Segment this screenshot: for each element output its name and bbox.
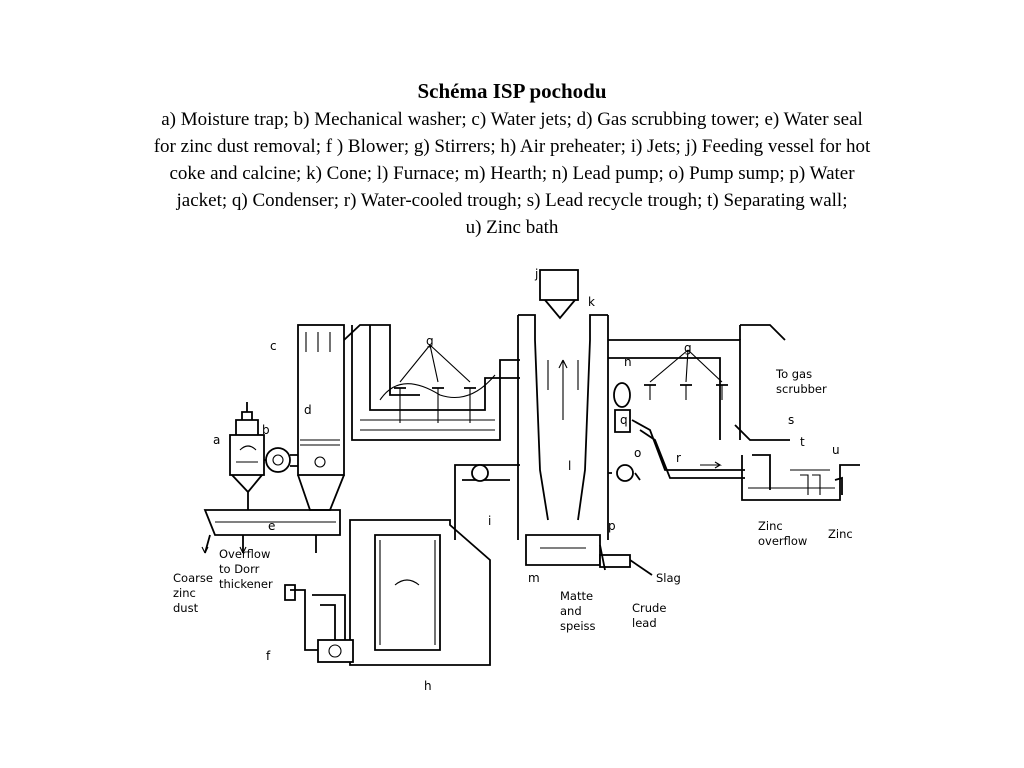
label-i: i [488, 514, 491, 528]
label-f: f [266, 649, 271, 663]
label-r: r [676, 451, 681, 465]
speiss-label: speiss [560, 619, 596, 633]
water-seal [201, 509, 341, 554]
legend-line-1: a) Moisture trap; b) Mechanical washer; … [161, 109, 863, 130]
label-m: m [528, 571, 540, 585]
slide-title: Schéma ISP pochodu [417, 79, 607, 103]
matte-label: Matte [560, 589, 593, 603]
moisture-trap [229, 402, 265, 510]
scrubber-label: scrubber [776, 382, 827, 396]
legend-line-2: for zinc dust removal; f ) Blower; g) St… [153, 136, 871, 157]
zinc-label: zinc [173, 586, 196, 600]
label-o: o [634, 446, 641, 460]
label-g: g [426, 334, 434, 348]
label-n: n [624, 355, 632, 369]
air-preheater [349, 464, 641, 666]
zinc-out-label: Zinc [828, 527, 853, 541]
legend-line-5: u) Zinc bath [465, 217, 559, 238]
water-cooled-trough [631, 419, 745, 479]
overflow2-label: overflow [758, 534, 807, 548]
label-s: s [788, 413, 794, 427]
and-label: and [560, 604, 582, 618]
coarse-label: Coarse [173, 571, 213, 585]
blower [284, 584, 354, 663]
label-u: u [832, 443, 840, 457]
label-k: k [588, 295, 595, 309]
label-g-right: g [684, 341, 692, 355]
zinc-overflow-label: Zinc [758, 519, 783, 533]
to-gas-label: To gas [775, 367, 812, 381]
lead-pump [608, 324, 786, 440]
label-p: p [608, 519, 616, 533]
label-q: q [620, 413, 628, 427]
legend-line-3: coke and calcine; k) Cone; l) Furnace; m… [169, 163, 855, 184]
isp-process-diagram: a b c d e f g g h i j k l m n o p q r s … [173, 267, 860, 693]
label-l: l [568, 459, 571, 473]
label-b: b [262, 423, 270, 437]
dust-label: dust [173, 601, 199, 615]
label-h: h [424, 679, 432, 693]
slag-label: Slag [656, 571, 681, 585]
label-e: e [268, 519, 275, 533]
crude-label: Crude [632, 601, 666, 615]
label-c: c [270, 339, 277, 353]
label-a: a [213, 433, 220, 447]
furnace [517, 269, 609, 566]
thickener-label: thickener [219, 577, 273, 591]
legend: a) Moisture trap; b) Mechanical washer; … [60, 106, 964, 241]
stirrer-trough-left [351, 325, 520, 441]
slag-outlet [599, 544, 653, 576]
legend-line-4: jacket; q) Condenser; r) Water-cooled tr… [176, 190, 848, 211]
condenser [734, 424, 860, 501]
mechanical-washer [264, 447, 300, 473]
scrubbing-tower [297, 324, 420, 511]
label-j: j [534, 267, 538, 281]
label-t: t [800, 435, 805, 449]
lead-label: lead [632, 616, 657, 630]
label-d: d [304, 403, 312, 417]
overflow-label: Overflow [219, 547, 270, 561]
to-dorr-label: to Dorr [219, 562, 260, 576]
